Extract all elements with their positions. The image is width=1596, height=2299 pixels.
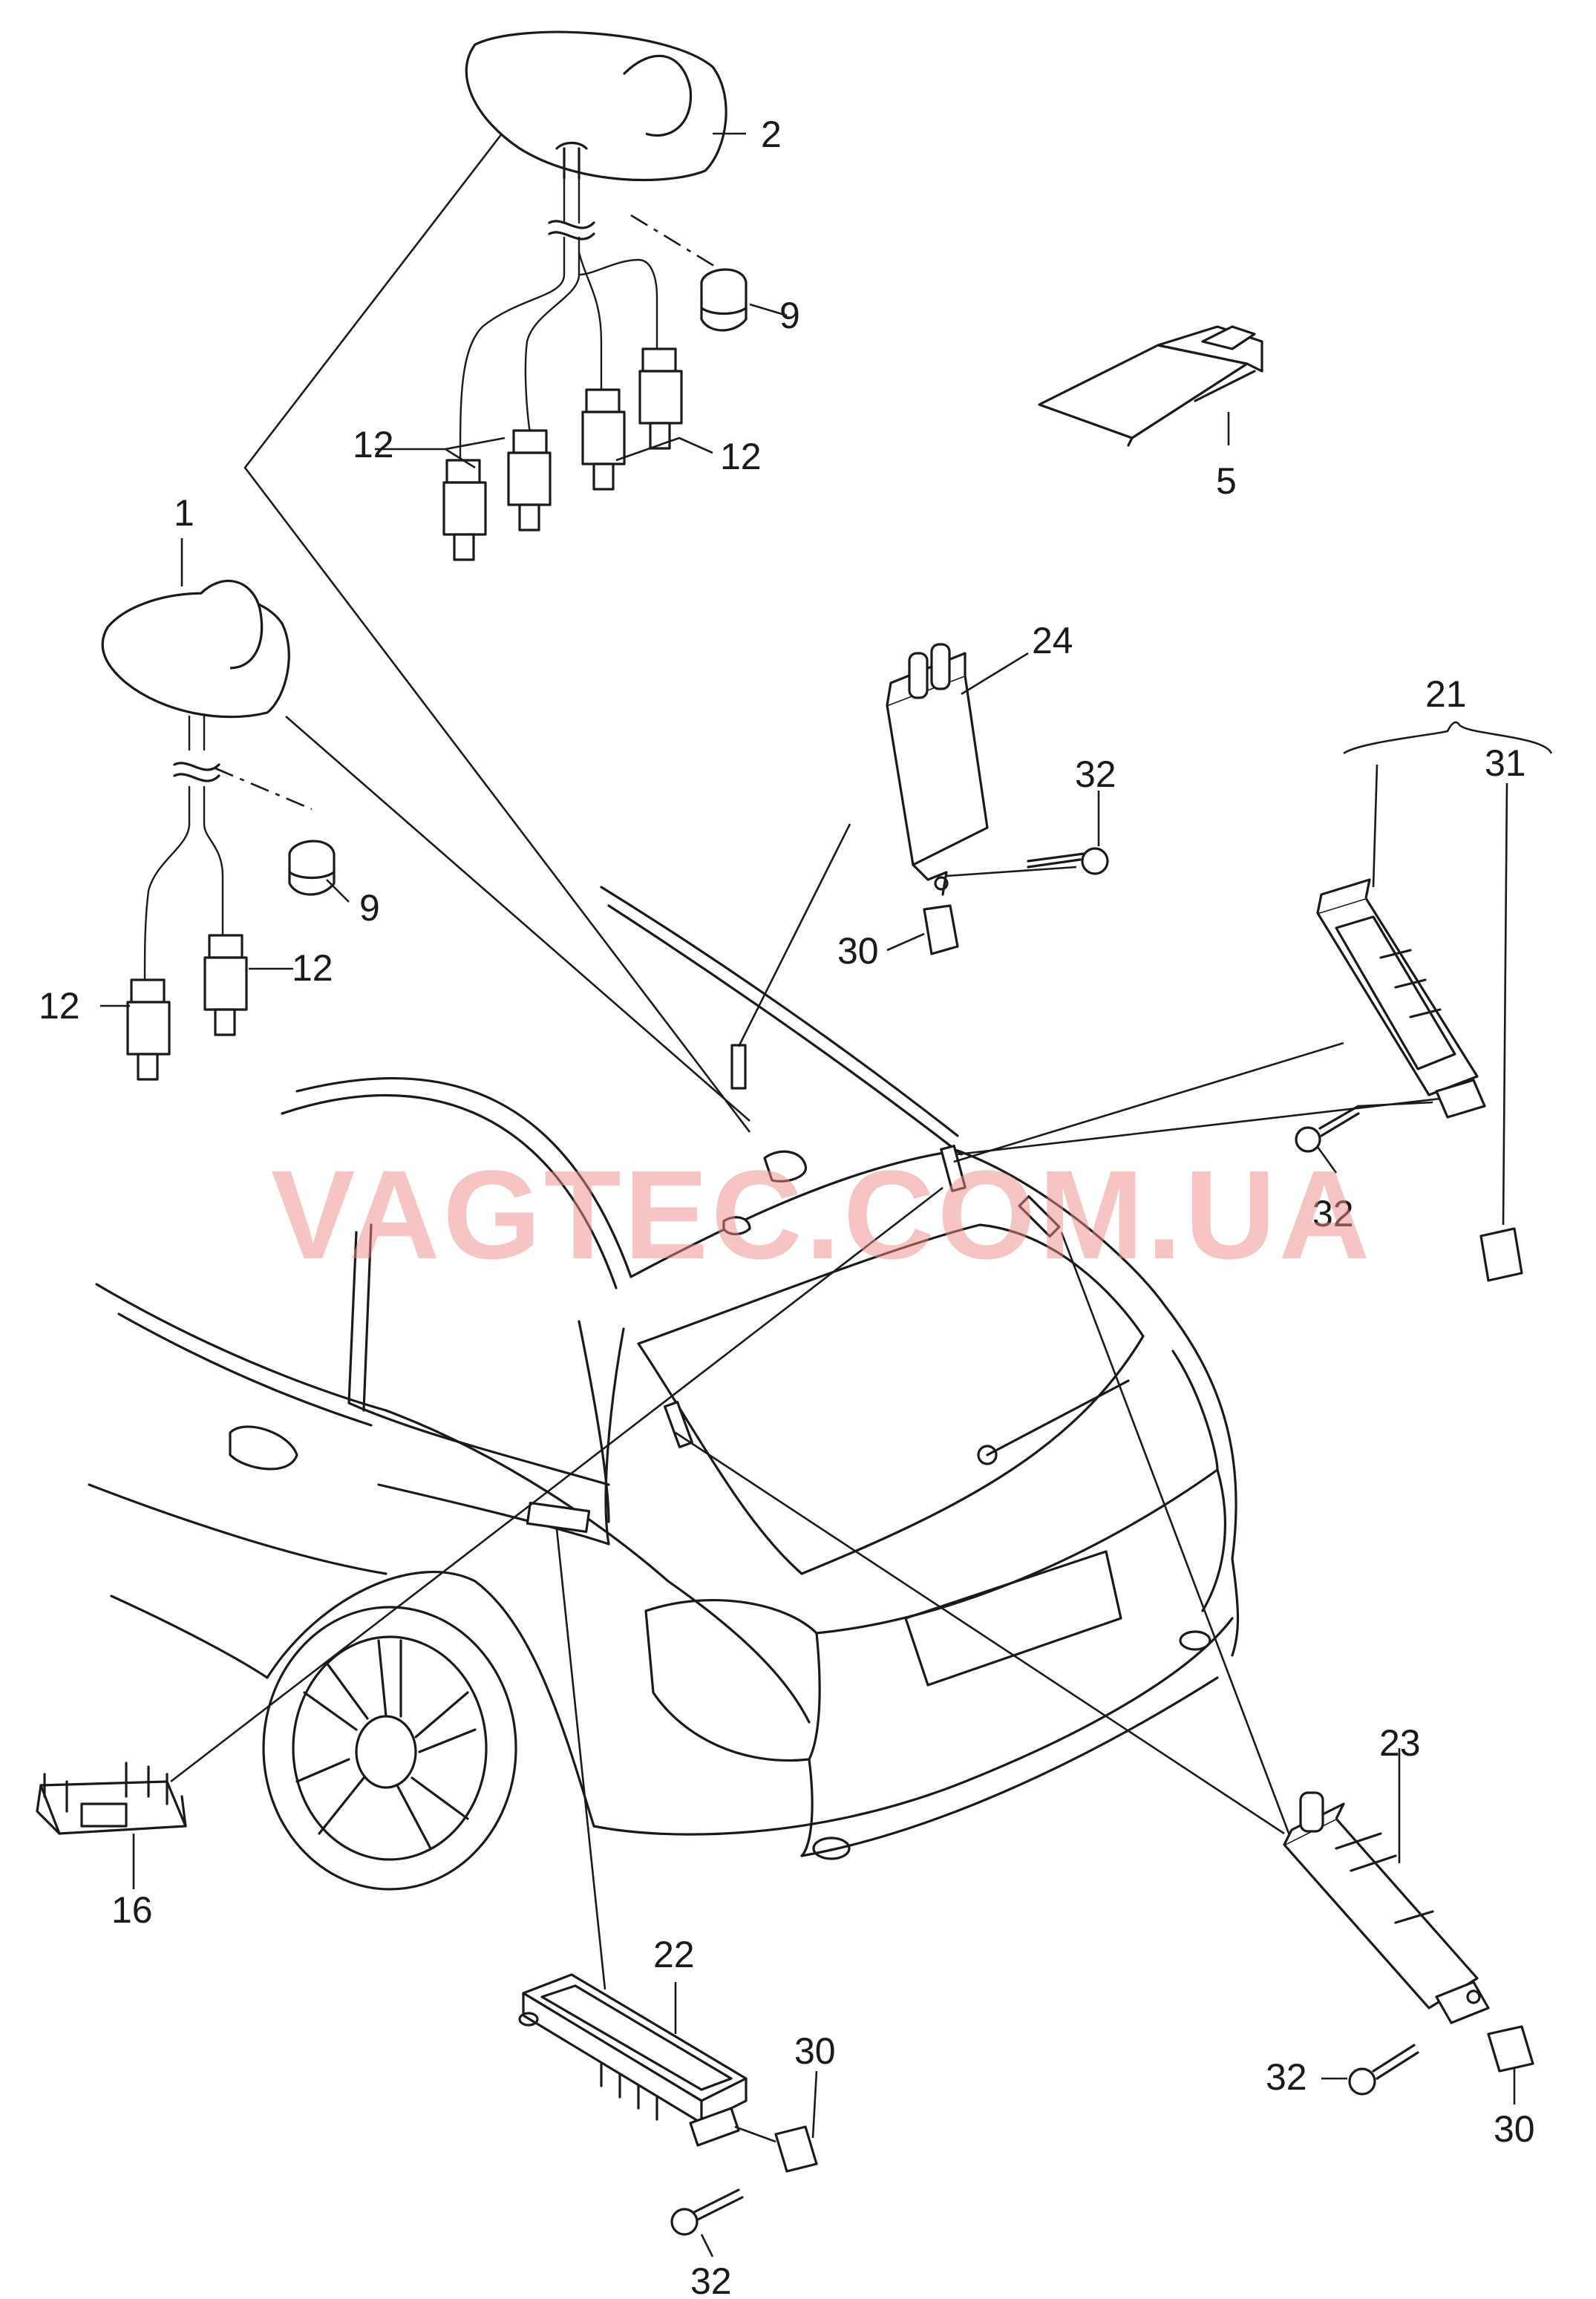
roof-antenna-part-1 <box>101 580 336 1081</box>
watermark: VAGTEC.COM.UA <box>271 1145 1373 1286</box>
part-21-assembly <box>1295 721 1553 1282</box>
callout-32-upper: 32 <box>1075 753 1116 795</box>
part-16-bracket <box>36 1762 187 1835</box>
callout-30-upper: 30 <box>837 930 879 972</box>
callouts: 1 2 5 9 9 12 12 12 12 16 21 22 23 24 30 … <box>39 114 1535 2299</box>
callout-9-top: 9 <box>779 295 800 336</box>
callout-30-lower-right: 30 <box>1494 2108 1535 2150</box>
callout-32-right: 32 <box>1312 1193 1354 1234</box>
part-5-module <box>1038 325 1263 447</box>
roof-antenna-part-2 <box>442 30 748 561</box>
part-23-module <box>1283 1791 1534 2096</box>
callout-1: 1 <box>174 492 194 534</box>
callout-32-lower-left: 32 <box>690 2260 732 2299</box>
callout-31: 31 <box>1485 742 1526 784</box>
callout-leaders <box>100 132 1516 2257</box>
callout-12-mid-left: 12 <box>39 985 80 1027</box>
callout-30-lower-middle: 30 <box>794 2030 836 2072</box>
rear-wheel <box>262 1606 517 1891</box>
callout-21: 21 <box>1425 673 1467 715</box>
callout-9-mid: 9 <box>359 887 380 929</box>
connection-lines <box>170 129 1441 1990</box>
callout-16: 16 <box>111 1889 153 1931</box>
part-24-amplifier <box>886 643 1109 955</box>
callout-12-top-left: 12 <box>353 424 394 465</box>
callout-23: 23 <box>1379 1722 1421 1764</box>
callout-2: 2 <box>761 114 782 155</box>
callout-12-mid-right: 12 <box>292 947 333 989</box>
part-22-module <box>518 1973 818 2236</box>
callout-12-top-right: 12 <box>720 436 762 477</box>
car-body <box>88 886 1240 1860</box>
callout-32-lower-right: 32 <box>1266 2056 1307 2098</box>
mounting-points <box>526 1044 1061 1534</box>
callout-5: 5 <box>1216 460 1237 502</box>
callout-22: 22 <box>653 1934 695 1975</box>
callout-24: 24 <box>1032 620 1073 661</box>
